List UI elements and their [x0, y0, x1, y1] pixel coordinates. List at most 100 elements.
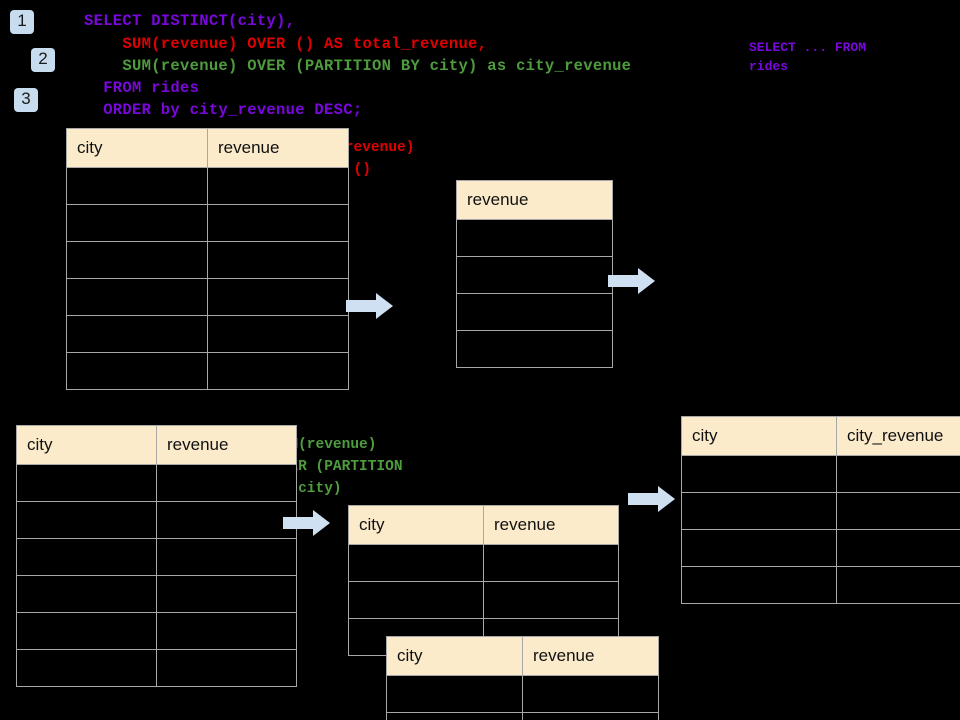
- table-result: city city_revenue: [681, 416, 960, 604]
- table-cell: [156, 501, 297, 539]
- table-row: [16, 501, 297, 539]
- table-row: [348, 544, 619, 582]
- sql-line-city-revenue: SUM(revenue) OVER (PARTITION BY city) as…: [84, 57, 632, 75]
- table-row: [386, 712, 659, 720]
- step-badge-1: 1: [10, 10, 34, 34]
- column-header-revenue: revenue: [156, 425, 297, 465]
- table-body: [16, 464, 297, 687]
- table-body: [386, 675, 659, 720]
- column-header-revenue: revenue: [207, 128, 349, 168]
- table-cell: [836, 566, 960, 604]
- table-cell: [207, 167, 349, 205]
- arrow-total-to-result-icon: [608, 268, 655, 294]
- table-cell: [836, 492, 960, 530]
- table-cell: [681, 492, 837, 530]
- step-badge-3: 3: [14, 88, 38, 112]
- table-cell: [156, 649, 297, 687]
- table-cell: [386, 712, 523, 720]
- column-header-city-revenue: city_revenue: [836, 416, 960, 456]
- aside-select-from-rides: SELECT ... FROM rides: [749, 40, 867, 74]
- column-header-revenue: revenue: [483, 505, 619, 545]
- table-row: [456, 256, 613, 294]
- arrow-partition-to-result-icon: [628, 486, 675, 512]
- table-cell: [66, 167, 208, 205]
- table-rides-top: city revenue: [66, 128, 349, 390]
- table-cell: [207, 204, 349, 242]
- table-row: [16, 575, 297, 613]
- table-row: [16, 649, 297, 687]
- table-cell: [522, 675, 659, 713]
- table-row: [16, 464, 297, 502]
- table-row: [16, 612, 297, 650]
- table-cell: [456, 256, 613, 294]
- table-cell: [456, 293, 613, 331]
- table-cell: [681, 455, 837, 493]
- column-header-revenue: revenue: [456, 180, 613, 220]
- table-row: [456, 293, 613, 331]
- table-cell: [483, 544, 619, 582]
- table-header-row: revenue: [456, 180, 613, 220]
- column-header-city: city: [16, 425, 157, 465]
- table-body: [456, 219, 613, 368]
- arrow-rides-to-partition-icon: [283, 510, 330, 536]
- table-cell: [207, 278, 349, 316]
- table-body: [681, 455, 960, 604]
- table-cell: [16, 575, 157, 613]
- table-cell: [681, 529, 837, 567]
- table-row: [66, 241, 349, 279]
- table-row: [66, 167, 349, 205]
- table-cell: [386, 675, 523, 713]
- table-cell: [66, 278, 208, 316]
- table-header-row: city revenue: [348, 505, 619, 545]
- table-header-row: city revenue: [386, 636, 659, 676]
- table-cell: [156, 464, 297, 502]
- table-row: [16, 538, 297, 576]
- table-row: [681, 566, 960, 604]
- table-row: [456, 219, 613, 257]
- table-cell: [66, 241, 208, 279]
- table-cell: [456, 219, 613, 257]
- table-rides-bottom: city revenue: [16, 425, 297, 687]
- column-header-revenue: revenue: [522, 636, 659, 676]
- table-row: [681, 529, 960, 567]
- column-header-city: city: [348, 505, 484, 545]
- table-cell: [836, 529, 960, 567]
- table-total-revenue: revenue: [456, 180, 613, 368]
- table-cell: [156, 538, 297, 576]
- table-cell: [483, 581, 619, 619]
- table-row: [66, 352, 349, 390]
- sql-line-from: FROM rides: [84, 79, 200, 97]
- table-cell: [156, 612, 297, 650]
- table-cell: [207, 315, 349, 353]
- table-cell: [456, 330, 613, 368]
- table-cell: [348, 581, 484, 619]
- table-cell: [207, 352, 349, 390]
- sql-line-select-distinct: SELECT DISTINCT(city),: [84, 12, 296, 30]
- step-badge-2: 2: [31, 48, 55, 72]
- table-cell: [66, 315, 208, 353]
- table-cell: [522, 712, 659, 720]
- table-cell: [16, 612, 157, 650]
- table-cell: [836, 455, 960, 493]
- table-row: [66, 315, 349, 353]
- table-cell: [207, 241, 349, 279]
- column-header-city: city: [66, 128, 208, 168]
- table-row: [681, 455, 960, 493]
- table-header-row: city city_revenue: [681, 416, 960, 456]
- table-header-row: city revenue: [16, 425, 297, 465]
- table-row: [66, 204, 349, 242]
- table-cell: [16, 464, 157, 502]
- arrow-rides-to-total-icon: [346, 293, 393, 319]
- sql-line-order-by: ORDER by city_revenue DESC;: [84, 101, 363, 119]
- column-header-city: city: [681, 416, 837, 456]
- table-row: [66, 278, 349, 316]
- table-cell: [16, 538, 157, 576]
- table-cell: [681, 566, 837, 604]
- table-cell: [16, 501, 157, 539]
- table-partition-back: city revenue: [348, 505, 619, 656]
- table-row: [681, 492, 960, 530]
- table-header-row: city revenue: [66, 128, 349, 168]
- sql-line-total-revenue: SUM(revenue) OVER () AS total_revenue,: [84, 35, 488, 53]
- table-partition-front: city revenue: [386, 636, 659, 720]
